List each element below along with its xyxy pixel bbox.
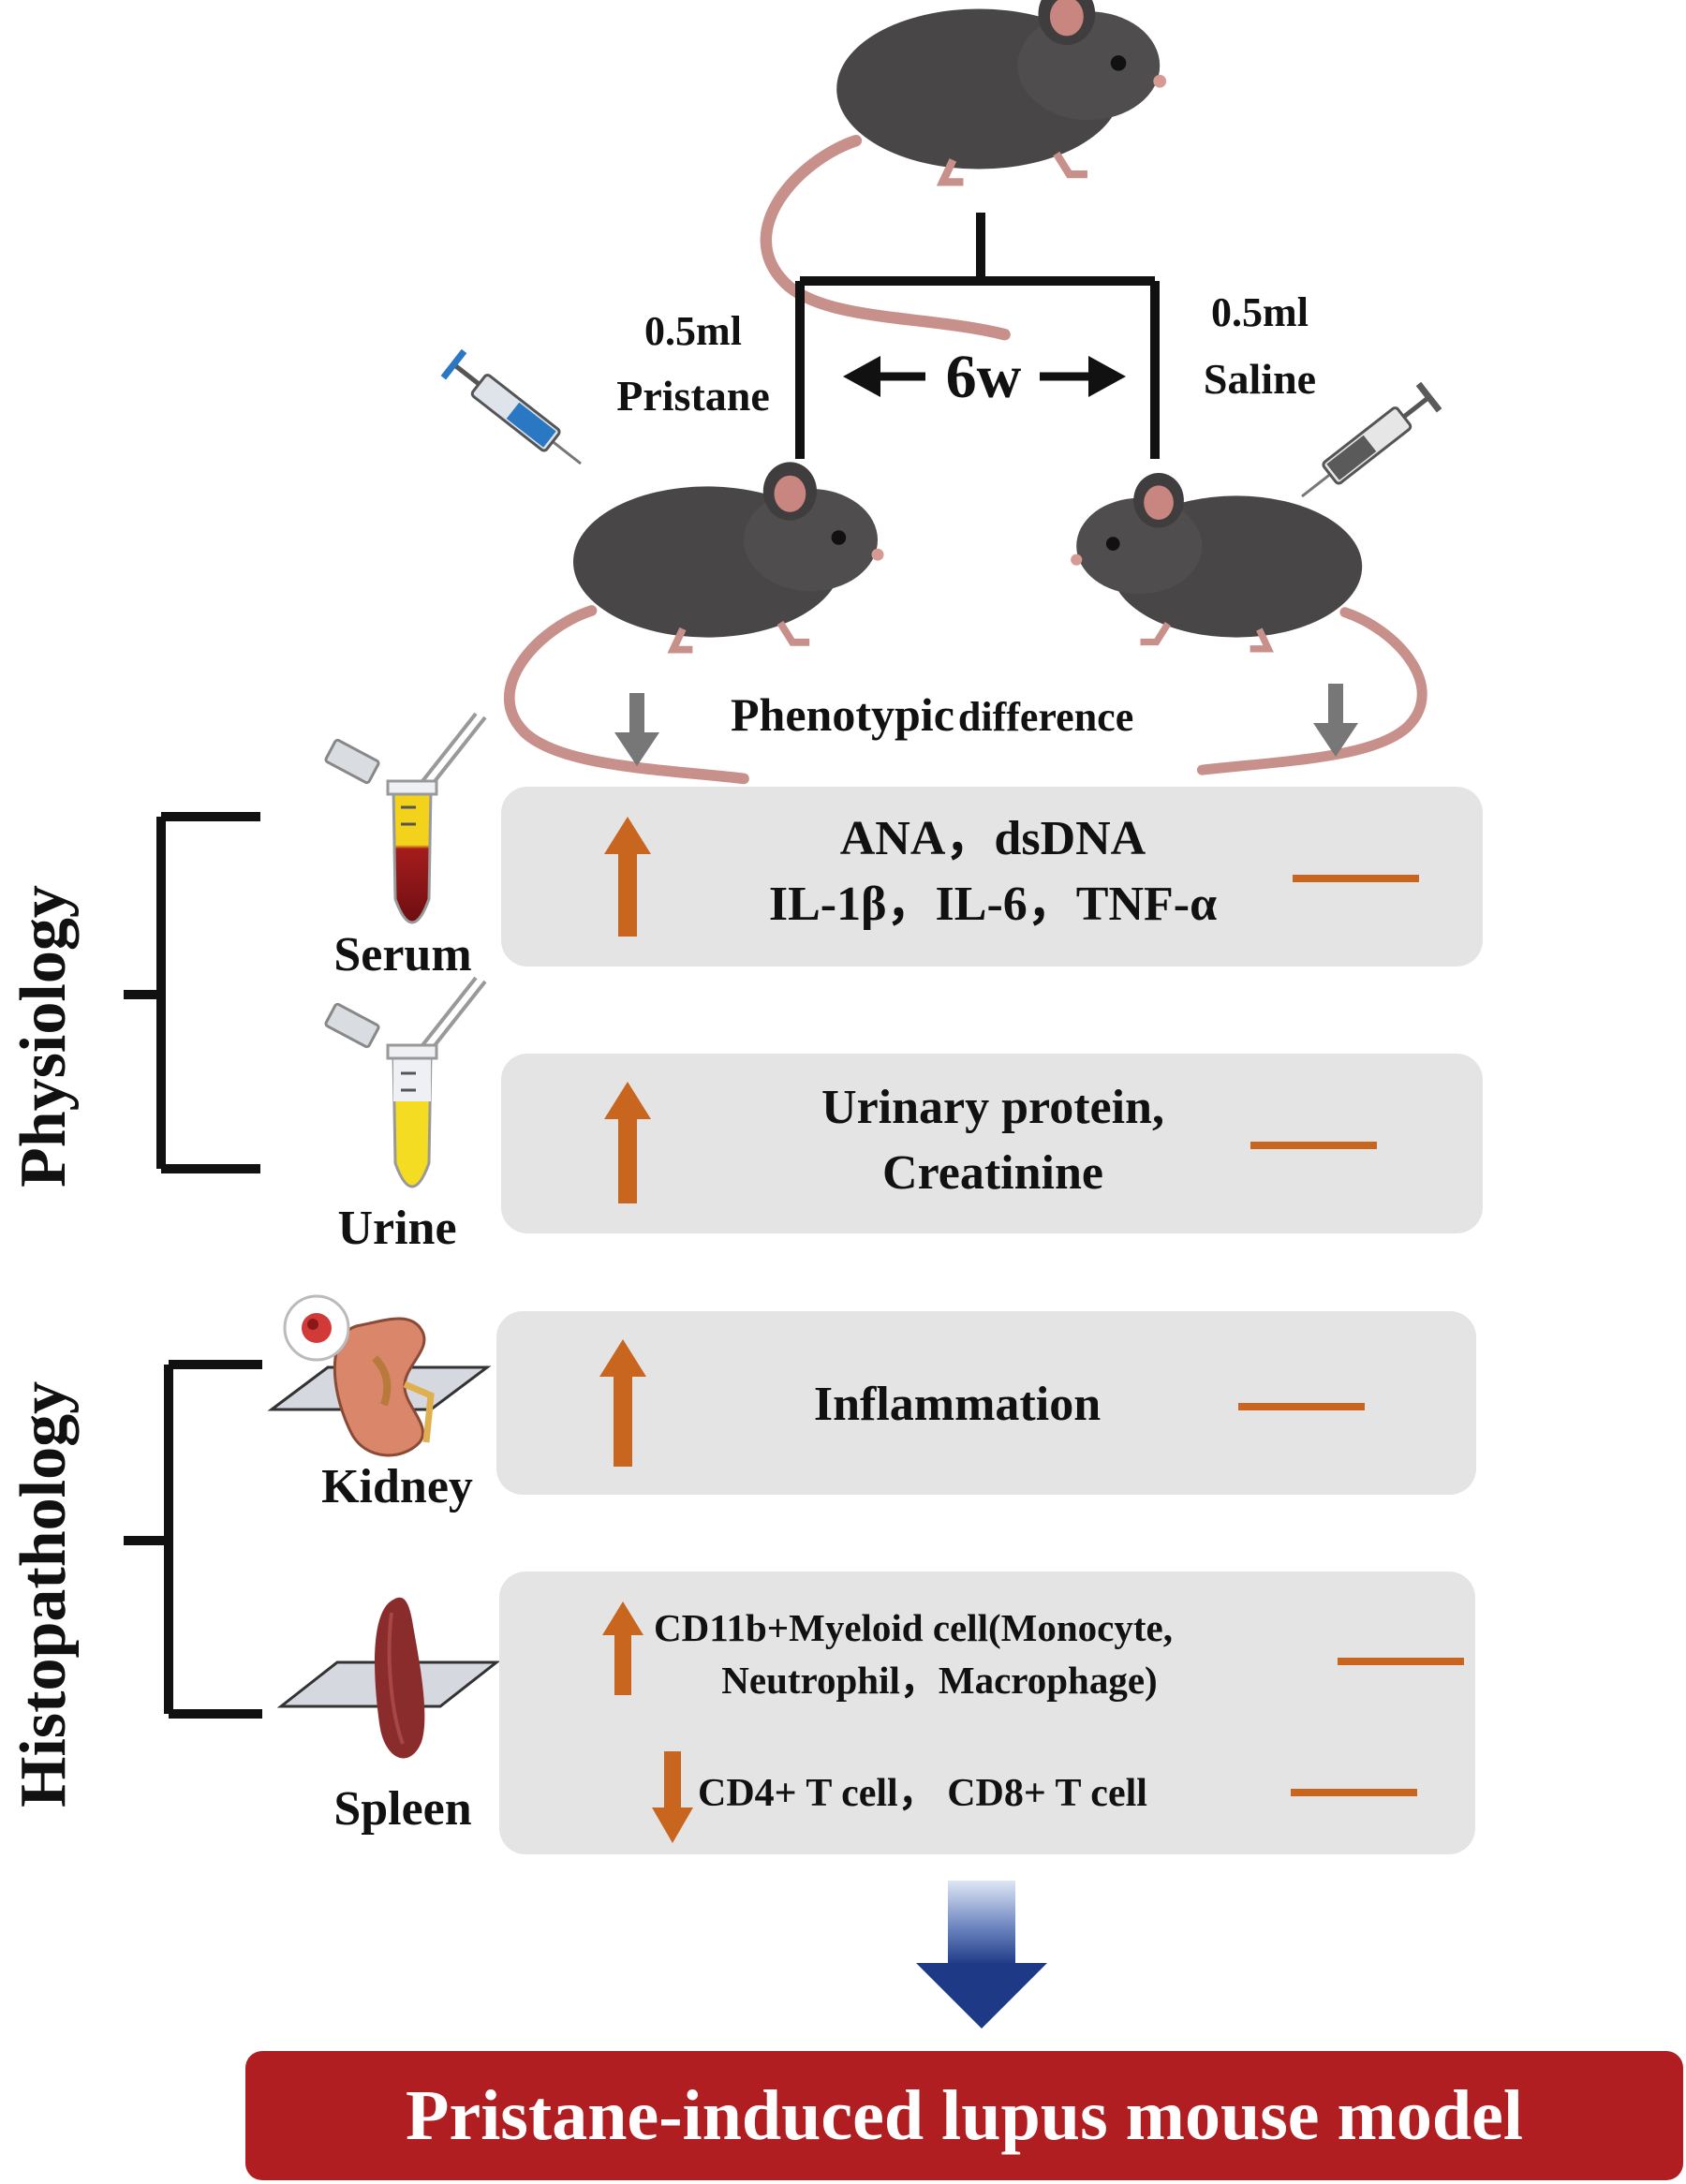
up-arrow-icon	[604, 1082, 651, 1203]
no-change-bar-icon	[1293, 875, 1419, 882]
duration-arrow	[843, 356, 1126, 397]
up-arrow-icon	[599, 1339, 646, 1467]
phenotypic-header: Phenotypic difference	[731, 691, 1133, 738]
kidney-findings-panel: Inflammation	[496, 1311, 1476, 1495]
spleen-findings-panel: CD11b+Myeloid cell(Monocyte, Neutrophil，…	[499, 1572, 1475, 1854]
serum-finding-line1: ANA，dsDNA	[839, 812, 1146, 865]
duration-label: 6w	[945, 343, 1022, 411]
sample-spleen-label: Spleen	[333, 1782, 472, 1836]
spleen-icon	[276, 1597, 501, 1759]
syringe-icon	[440, 348, 582, 465]
down-arrow-icon	[614, 684, 1358, 766]
spleen-down-finding: CD4+ T cell， CD8+ T cell	[698, 1772, 1147, 1815]
urine-finding-line1: Urinary protein,	[821, 1081, 1164, 1134]
sample-urine-label: Urine	[337, 1202, 457, 1255]
mouse-icon	[760, 0, 1167, 341]
sample-serum-label: Serum	[333, 928, 472, 981]
sample-kidney-label: Kidney	[321, 1460, 473, 1513]
down-arrow-icon	[652, 1751, 693, 1843]
gradient-down-arrow-icon	[916, 1881, 1047, 2029]
up-arrow-icon	[602, 1601, 643, 1695]
conclusion-text: Pristane-induced lupus mouse model	[406, 2075, 1523, 2155]
pristane-label: Pristane	[616, 372, 770, 420]
kidney-finding-line1: Inflammation	[813, 1378, 1102, 1431]
pristane-dose-label: 0.5ml	[644, 308, 742, 354]
phenotypic-header-part1: Phenotypic	[731, 688, 954, 741]
up-arrow-icon	[604, 817, 651, 937]
saline-label: Saline	[1203, 355, 1317, 403]
category-physiology: Physiology	[7, 885, 80, 1188]
spleen-up-finding-line1: CD11b+Myeloid cell(Monocyte,	[654, 1606, 1173, 1649]
histopathology-bracket	[124, 1360, 262, 1719]
phenotypic-header-part2: difference	[957, 694, 1134, 740]
physiology-bracket	[124, 812, 260, 1173]
no-change-bar-icon	[1291, 1789, 1417, 1796]
mouse-icon	[1071, 472, 1427, 775]
treatment-bracket	[795, 213, 1160, 459]
test-tube-icon	[324, 976, 487, 1188]
conclusion-banner: Pristane-induced lupus mouse model	[245, 2051, 1683, 2180]
syringe-icon	[1301, 381, 1442, 498]
serum-finding-line2: IL-1β，IL-6，TNF-α	[768, 878, 1218, 931]
serum-findings-panel: ANA，dsDNA IL-1β，IL-6，TNF-α	[501, 787, 1483, 967]
mouse-icon	[503, 462, 884, 785]
no-change-bar-icon	[1238, 1403, 1365, 1410]
spleen-up-finding-line2: Neutrophil，Macrophage)	[721, 1659, 1158, 1702]
urine-findings-panel: Urinary protein, Creatinine	[501, 1054, 1483, 1233]
no-change-bar-icon	[1250, 1142, 1377, 1149]
test-tube-icon	[324, 712, 487, 924]
no-change-bar-icon	[1338, 1658, 1464, 1665]
saline-dose-label: 0.5ml	[1211, 289, 1309, 335]
urine-finding-line2: Creatinine	[882, 1146, 1103, 1200]
category-histopathology: Histopathology	[7, 1380, 80, 1808]
kidney-icon	[267, 1294, 492, 1457]
